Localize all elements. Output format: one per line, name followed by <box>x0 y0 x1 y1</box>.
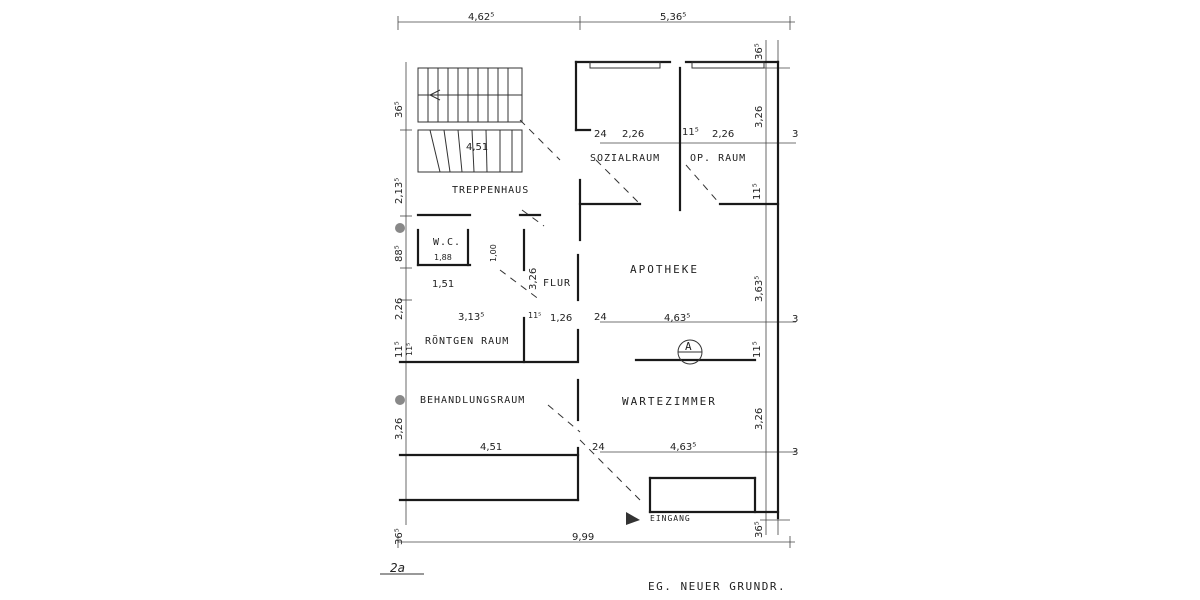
room-label-wartezimmer: WARTEZIMMER <box>622 395 717 408</box>
staircase <box>417 67 523 173</box>
dim-3-13-5: 3,13⁵ <box>458 312 484 323</box>
room-label-op-raum: OP. RAUM <box>690 153 746 164</box>
room-label-apotheke: APOTHEKE <box>630 263 699 276</box>
room-label-eingang: EINGANG <box>650 514 691 523</box>
dim-36-5-left-top: 36⁵ <box>394 101 405 118</box>
section-marker-label: A <box>685 340 694 353</box>
dim-24-middle: 24 <box>594 312 607 323</box>
dim-2-13-5-left: 2,13⁵ <box>394 178 405 204</box>
dim-11-5-top: 11⁵ <box>682 127 699 138</box>
dim-3-26-right-bottom: 3,26 <box>754 408 765 430</box>
room-label-behandlung: BEHANDLUNGSRAUM <box>420 395 525 406</box>
interior-walls <box>416 66 780 422</box>
right-dimension-lines <box>600 40 796 535</box>
room-label-roentgen: RÖNTGEN RAUM <box>425 334 509 347</box>
dim-24-bottom: 24 <box>592 442 605 453</box>
dim-top-left: 4,62⁵ <box>468 12 494 23</box>
dim-1-26: 1,26 <box>550 313 572 324</box>
dim-2-26-op-raum: 2,26 <box>712 129 734 140</box>
room-label-flur: FLUR <box>543 278 571 289</box>
dim-total: 9,99 <box>572 532 594 543</box>
dim-1-88: 1,88 <box>434 253 452 262</box>
dim-88-5-left: 88⁵ <box>394 245 405 262</box>
dim-top-right: 5,36⁵ <box>660 12 686 23</box>
section-marker <box>677 339 703 365</box>
top-dimension-line <box>397 16 795 30</box>
binder-hole-bottom <box>395 395 405 405</box>
room-label-wc: W.C. <box>433 237 461 248</box>
dim-3-63-5-right: 3,63⁵ <box>754 276 765 302</box>
dim-11-5-op-raum: 11⁵ <box>752 183 763 200</box>
room-label-sozialraum: SOZIALRAUM <box>590 153 660 164</box>
room-label-treppenhaus: TREPPENHAUS <box>452 185 529 196</box>
dim-11-5-left: 11⁵ <box>394 341 405 358</box>
dim-3-right-a: 3 <box>792 129 798 140</box>
sheet-ref: 2a <box>390 561 405 575</box>
dim-3-right-b: 3 <box>792 314 798 325</box>
dim-3-26-right-top: 3,26 <box>754 106 765 128</box>
dim-3-26-left: 3,26 <box>394 418 405 440</box>
dim-4-63-5-wartezimmer: 4,63⁵ <box>670 442 696 453</box>
dim-24-top: 24 <box>594 129 607 140</box>
dim-1-00: 1,00 <box>489 244 498 262</box>
dim-11-5-wartezimmer: 11⁵ <box>752 341 763 358</box>
dim-36-5-left-bottom: 36⁵ <box>394 528 405 545</box>
dim-4-51-top: 4,51 <box>466 142 488 153</box>
dim-1-51: 1,51 <box>432 279 454 290</box>
dim-36-5-bottom-right: 36⁵ <box>754 521 765 538</box>
drawing-title: EG. NEUER GRUNDR. <box>648 580 786 593</box>
dim-11-5-flur: 11⁵ <box>528 311 541 320</box>
bottom-dimension-line <box>397 536 795 548</box>
dim-36-5-top-right: 36⁵ <box>754 43 765 60</box>
dim-4-51-bottom: 4,51 <box>480 442 502 453</box>
dim-4-63-5-apotheke: 4,63⁵ <box>664 313 690 324</box>
dim-2-26-sozialraum: 2,26 <box>622 129 644 140</box>
outer-walls <box>398 60 780 520</box>
dim-2-26-left: 2,26 <box>394 298 405 320</box>
binder-hole-top <box>395 223 405 233</box>
door-swings <box>499 119 721 501</box>
entrance-arrow <box>626 512 640 525</box>
windows-top <box>589 61 765 69</box>
dim-3-26-flur: 3,26 <box>528 268 539 290</box>
dim-3-right-c: 3 <box>792 447 798 458</box>
dim-11-5-roentgen: 11⁵ <box>405 343 414 356</box>
